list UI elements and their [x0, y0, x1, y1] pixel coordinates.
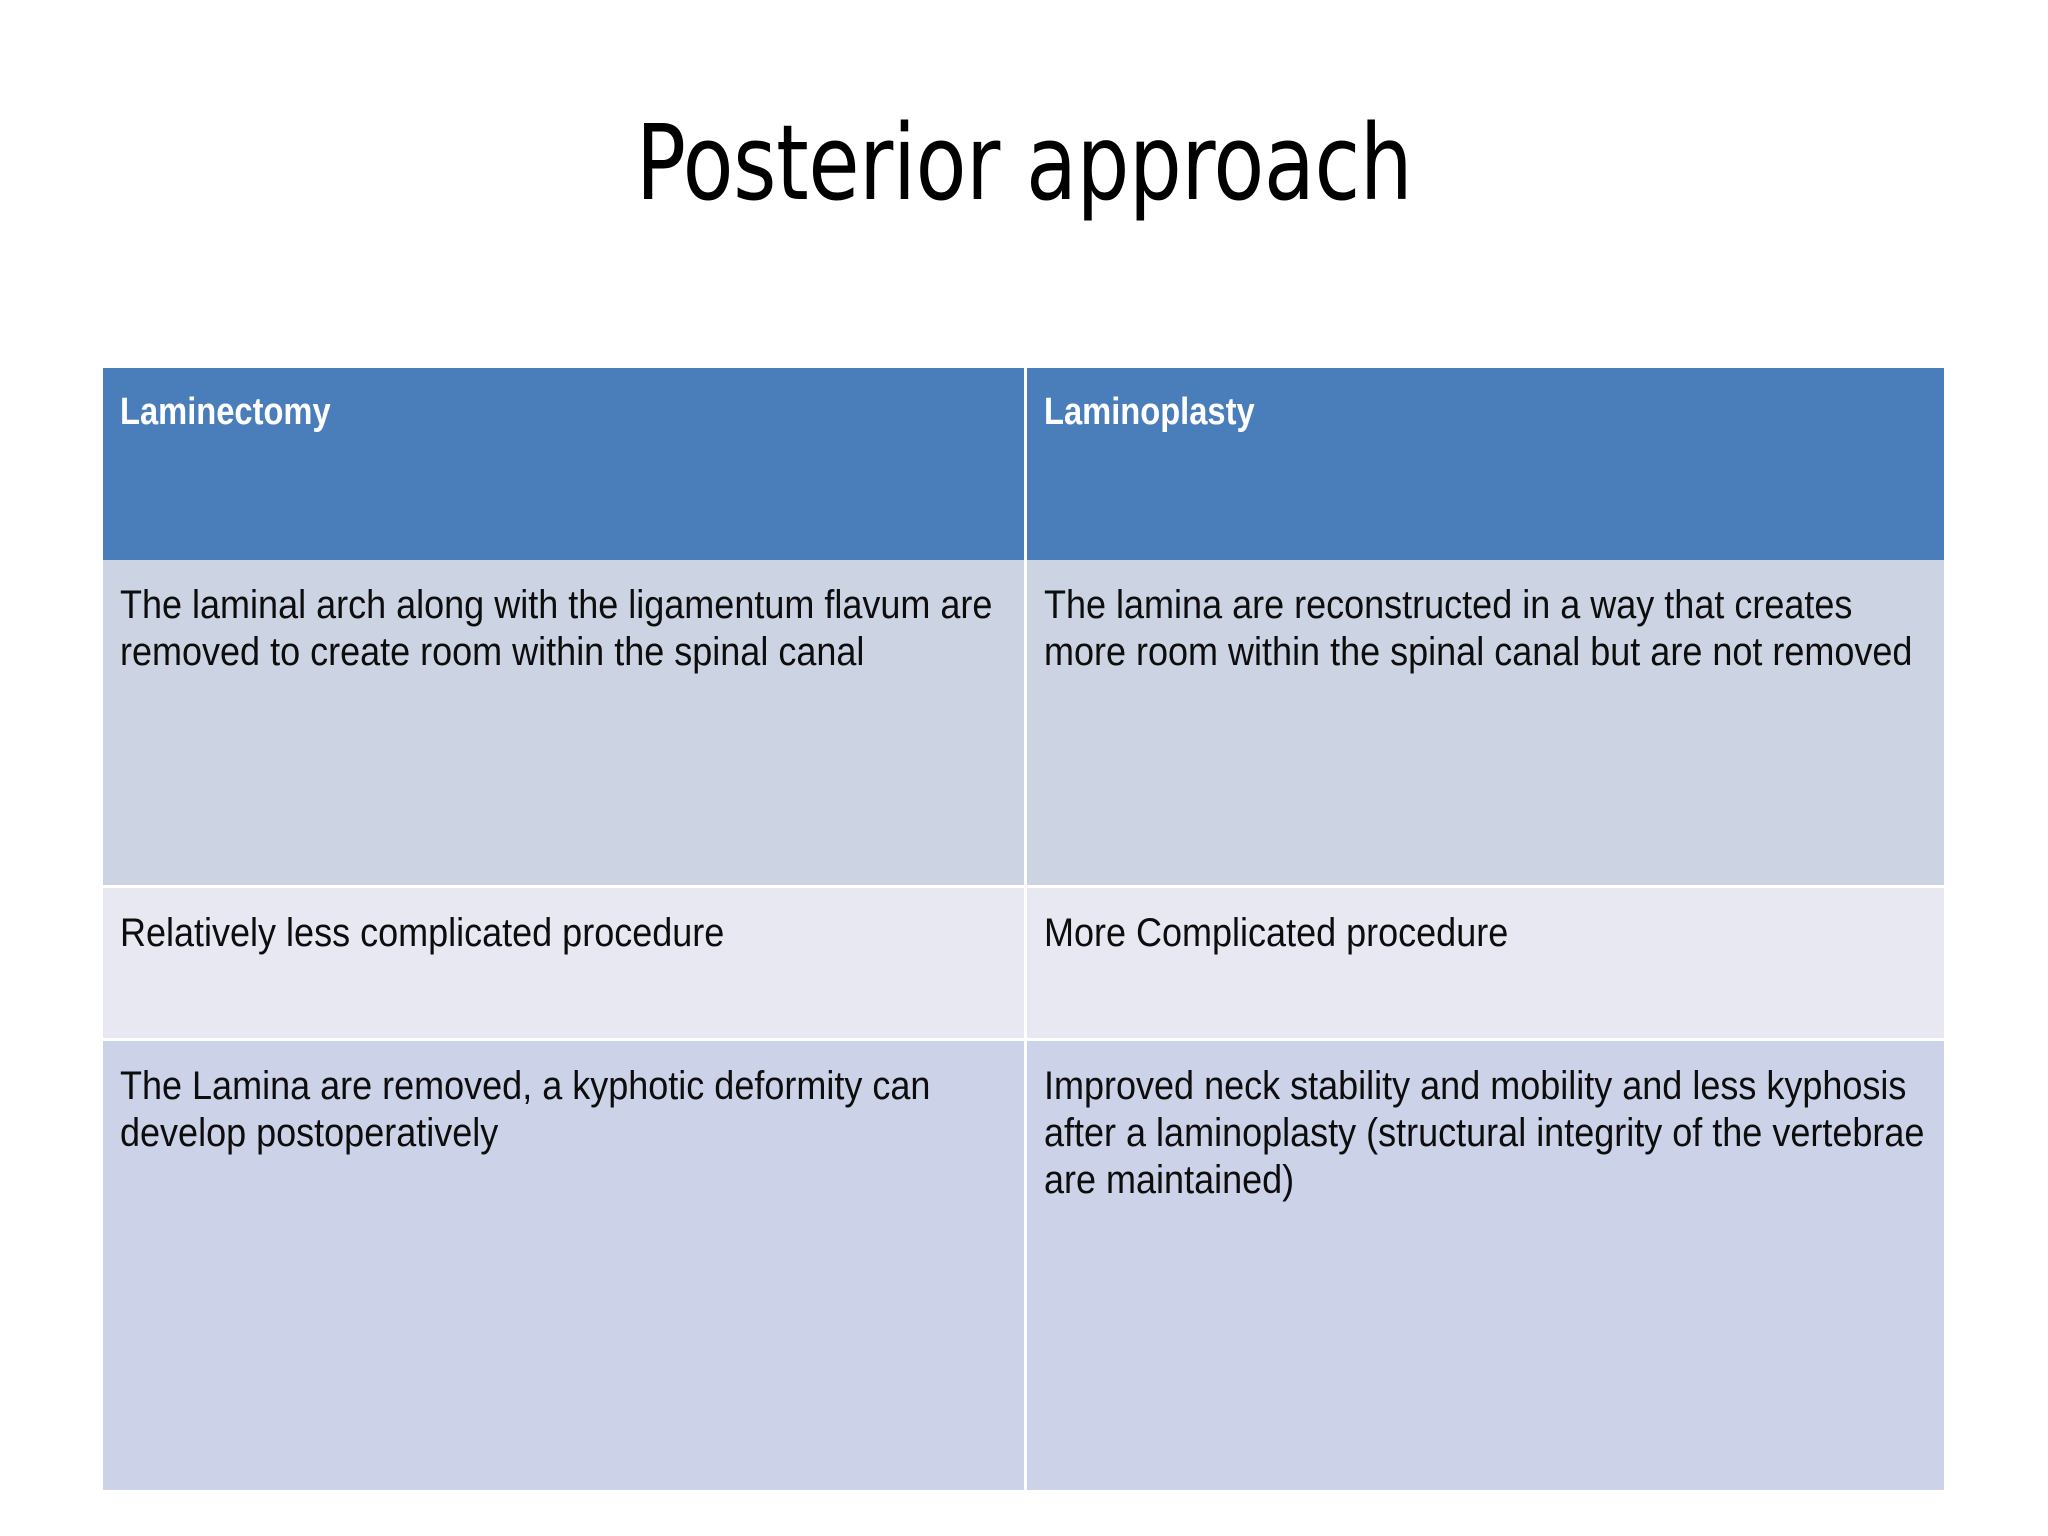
cell-text: Relatively less complicated procedure	[120, 911, 725, 955]
page-title: Posterior approach	[635, 102, 1413, 224]
cell-text: More Complicated procedure	[1044, 911, 1509, 955]
cell-laminoplasty-3: Improved neck stability and mobility and…	[1027, 1041, 1944, 1490]
cell-text: Improved neck stability and mobility and…	[1044, 1064, 1925, 1202]
cell-text: The lamina are reconstructed in a way th…	[1044, 583, 1913, 674]
table-row: The Lamina are removed, a kyphotic defor…	[103, 1041, 1944, 1490]
cell-laminectomy-1: The laminal arch along with the ligament…	[103, 560, 1027, 888]
comparison-table: Laminectomy Laminoplasty The laminal arc…	[103, 368, 1944, 1490]
cell-laminectomy-2: Relatively less complicated procedure	[103, 888, 1027, 1041]
column-header-laminectomy-label: Laminectomy	[120, 391, 331, 433]
cell-laminoplasty-2: More Complicated procedure	[1027, 888, 1944, 1041]
cell-text: The Lamina are removed, a kyphotic defor…	[120, 1064, 931, 1155]
column-header-laminectomy: Laminectomy	[103, 368, 1027, 560]
column-header-laminoplasty: Laminoplasty	[1027, 368, 1944, 560]
table-row: The laminal arch along with the ligament…	[103, 560, 1944, 888]
table-header-row: Laminectomy Laminoplasty	[103, 368, 1944, 560]
cell-text: The laminal arch along with the ligament…	[120, 583, 993, 674]
cell-laminoplasty-1: The lamina are reconstructed in a way th…	[1027, 560, 1944, 888]
cell-laminectomy-3: The Lamina are removed, a kyphotic defor…	[103, 1041, 1027, 1490]
table-row: Relatively less complicated procedure Mo…	[103, 888, 1944, 1041]
column-header-laminoplasty-label: Laminoplasty	[1044, 391, 1255, 433]
